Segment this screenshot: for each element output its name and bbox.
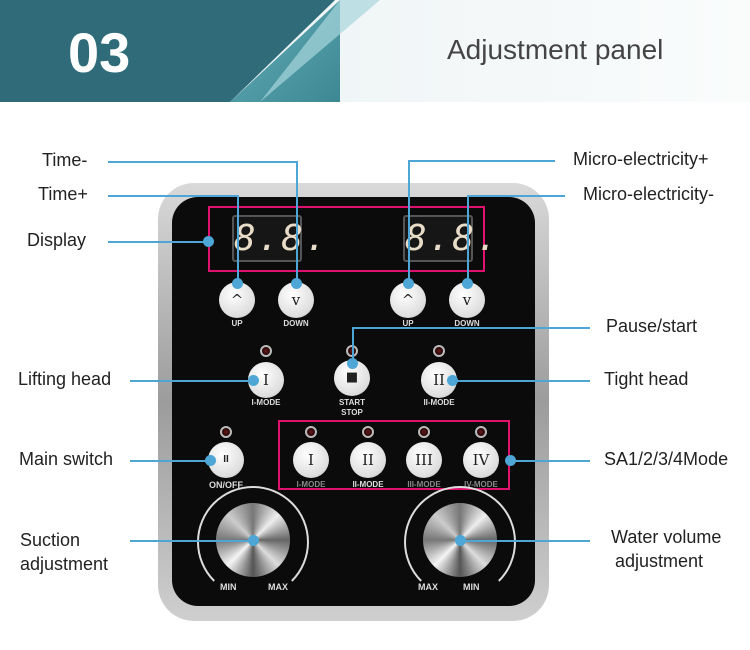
leader-dot bbox=[202, 235, 214, 247]
up-label: UP bbox=[231, 319, 243, 328]
leader-dot bbox=[247, 534, 259, 546]
leader-dot bbox=[231, 277, 243, 289]
label-time-plus: Time+ bbox=[38, 184, 88, 204]
label-tight-head: Tight head bbox=[604, 369, 689, 389]
mode-label: I-MODE bbox=[296, 480, 326, 489]
leader-line bbox=[237, 195, 239, 283]
led-indicator bbox=[433, 345, 445, 357]
leader-dot bbox=[461, 277, 473, 289]
suction-dial-ring bbox=[197, 486, 309, 598]
led-indicator bbox=[305, 426, 317, 438]
leader-dot bbox=[402, 277, 414, 289]
stop-label: STOP bbox=[341, 408, 363, 417]
leader-dot bbox=[454, 534, 466, 546]
leader-line bbox=[296, 161, 298, 283]
leader-line bbox=[108, 195, 237, 197]
start-label: START bbox=[338, 398, 366, 407]
time-display: 8.8. bbox=[232, 215, 327, 262]
mode-label: III-MODE bbox=[407, 480, 441, 489]
leader-dot bbox=[204, 454, 216, 466]
leader-line bbox=[108, 241, 208, 243]
led-indicator bbox=[475, 426, 487, 438]
ii-mode-label: II-MODE bbox=[423, 398, 455, 407]
i-mode-label: I-MODE bbox=[251, 398, 281, 407]
label-suction-adjustment: adjustment bbox=[20, 554, 109, 574]
up-label: UP bbox=[402, 319, 414, 328]
mode-label: II-MODE bbox=[352, 480, 384, 489]
label-display: Display bbox=[27, 230, 87, 250]
page-title: Adjustment panel bbox=[447, 34, 664, 65]
leader-line bbox=[130, 540, 253, 542]
leader-line bbox=[352, 327, 590, 329]
leader-line bbox=[452, 380, 590, 382]
sa2-mode-button[interactable]: II bbox=[350, 442, 386, 478]
led-indicator bbox=[418, 426, 430, 438]
label-sa-mode: SA1/2/3/4Mode bbox=[604, 449, 729, 469]
leader-dot bbox=[504, 454, 516, 466]
leader-dot bbox=[290, 277, 302, 289]
label-water-adjustment: adjustment bbox=[615, 551, 704, 571]
leader-line bbox=[510, 460, 590, 462]
leader-line bbox=[352, 327, 354, 363]
sa1-mode-button[interactable]: I bbox=[293, 442, 329, 478]
down-label: DOWN bbox=[454, 319, 480, 328]
mode-label: IV-MODE bbox=[464, 480, 498, 489]
leader-line bbox=[108, 161, 296, 163]
leader-line bbox=[408, 160, 555, 162]
label-lifting-head: Lifting head bbox=[18, 369, 112, 389]
on-off-label: ON/OFF bbox=[209, 480, 243, 490]
min-label: MIN bbox=[463, 582, 480, 592]
micro-electricity-display: 8.8. bbox=[403, 215, 498, 262]
leader-dot bbox=[346, 357, 358, 369]
max-label: MAX bbox=[268, 582, 288, 592]
down-label: DOWN bbox=[283, 319, 309, 328]
leader-line bbox=[130, 380, 253, 382]
leader-line bbox=[130, 460, 210, 462]
label-micro-minus: Micro-electricity- bbox=[583, 184, 715, 204]
micro-up-button[interactable]: ^ bbox=[390, 282, 426, 318]
leader-line bbox=[460, 540, 590, 542]
label-main-switch: Main switch bbox=[19, 449, 114, 469]
section-number: 03 bbox=[68, 21, 131, 84]
label-time-minus: Time- bbox=[42, 150, 88, 170]
label-micro-plus: Micro-electricity+ bbox=[573, 149, 709, 169]
label-water-volume: Water volume bbox=[611, 527, 722, 547]
sa3-mode-button[interactable]: III bbox=[406, 442, 442, 478]
max-label: MAX bbox=[418, 582, 438, 592]
led-indicator bbox=[260, 345, 272, 357]
water-dial-ring bbox=[404, 486, 516, 598]
sa4-mode-button[interactable]: IV bbox=[463, 442, 499, 478]
leader-line bbox=[408, 160, 410, 283]
leader-dot bbox=[446, 374, 458, 386]
led-indicator bbox=[220, 426, 232, 438]
leader-dot bbox=[247, 374, 259, 386]
min-label: MIN bbox=[220, 582, 237, 592]
label-pause-start: Pause/start bbox=[606, 316, 698, 336]
label-suction: Suction bbox=[20, 530, 81, 550]
led-indicator bbox=[362, 426, 374, 438]
leader-line bbox=[467, 195, 565, 197]
leader-line bbox=[467, 195, 469, 283]
